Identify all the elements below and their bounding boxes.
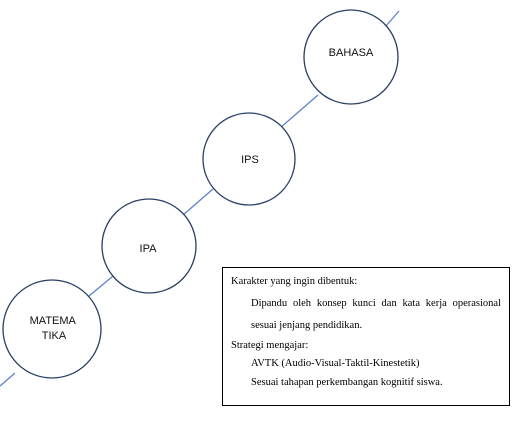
connector-line-start (0, 372, 16, 387)
info-heading-karakter: Karakter yang ingin dibentuk: (231, 276, 358, 287)
connector-line-end (385, 10, 400, 27)
node-matematika: MATEMA TIKA (2, 279, 102, 379)
info-item-avtk: AVTK (Audio-Visual-Taktil-Kinestetik) (251, 358, 420, 369)
connector-line-ipa-ips (182, 188, 214, 216)
info-item-tahapan: Sesuai tahapan perkembangan kognitif sis… (251, 377, 443, 388)
node-ipa: IPA (101, 198, 197, 294)
connector-line-ips-bahasa (279, 94, 319, 129)
connector-line-matematika-ipa (88, 275, 114, 297)
info-box: Karakter yang ingin dibentuk: Dipandu ol… (222, 267, 510, 406)
node-ipa-circle (101, 198, 197, 294)
node-bahasa: BAHASA (303, 9, 399, 105)
node-matematika-label: MATEMA TIKA (30, 315, 79, 342)
info-paragraph-karakter: Dipandu oleh konsep kunci dan kata kerja… (251, 298, 501, 331)
node-ipa-label: IPA (140, 243, 158, 255)
node-bahasa-label: BAHASA (329, 47, 374, 59)
info-heading-strategi: Strategi mengajar: (231, 340, 309, 351)
node-ips-label: IPS (241, 154, 259, 166)
node-matematika-label-line-2: TIKA (42, 330, 67, 342)
node-ips-circle (202, 112, 296, 206)
node-matematika-label-line-1: MATEMA (30, 315, 77, 327)
node-bahasa-circle (303, 9, 399, 105)
node-ips: IPS (202, 112, 296, 206)
node-matematika-circle (2, 279, 102, 379)
